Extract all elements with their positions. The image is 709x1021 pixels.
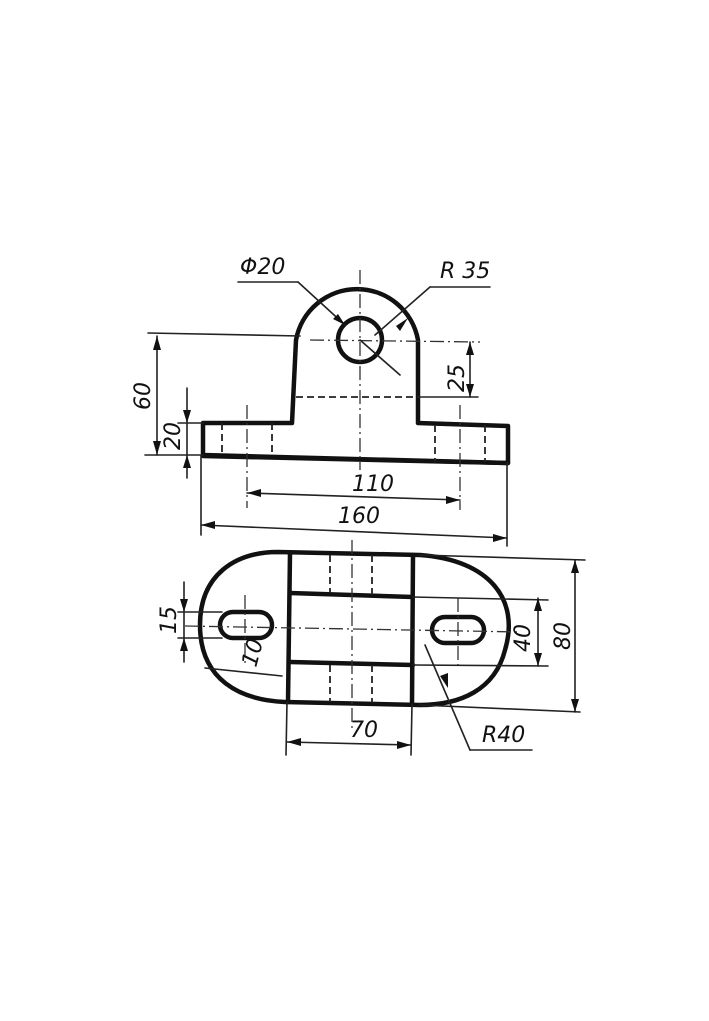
dim-total-height: 60: [131, 382, 156, 410]
dim-total-length: 160: [338, 504, 380, 529]
top-view-horizontal-center-line: [184, 625, 521, 633]
dim-end-radius: R40: [482, 723, 525, 748]
dim-slot-offset: 10: [238, 636, 269, 670]
left-slot: [217, 609, 275, 641]
boss-width-extension-right: [410, 703, 413, 756]
dim-base-height: 20: [161, 422, 186, 450]
length-arrow-right: [493, 534, 507, 542]
dim-hole-diameter: Φ20: [240, 255, 285, 280]
slot-width-arrow-bottom: [180, 638, 188, 651]
length-dim-line: [200, 524, 508, 539]
radius-leader-arrow-line: [374, 286, 431, 336]
base-bottom-edge: [200, 453, 511, 466]
hole-height-arrow-top: [466, 342, 474, 355]
inner-width-extension-bottom: [412, 664, 549, 667]
dim-total-width: 80: [551, 622, 576, 650]
total-width-arrow-bottom: [571, 699, 579, 712]
slot-offset-dim-line: [204, 667, 283, 677]
slot-width-arrow-top: [180, 599, 188, 612]
hole-height-arrow-bottom: [466, 384, 474, 397]
boss-width-extension-left: [285, 701, 288, 756]
spacing-dim-line: [246, 492, 461, 501]
spacing-arrow-right: [446, 496, 460, 504]
base-height-arrow-bottom: [183, 455, 191, 468]
height-arrow-top: [153, 336, 161, 350]
height-arrow-bottom: [153, 441, 161, 455]
dim-top-radius: R 35: [440, 259, 490, 284]
top-view: 15 10 40 80 R40 70: [157, 540, 586, 756]
end-radius-leader-arrow: [424, 644, 471, 751]
spacing-arrow-left: [247, 489, 261, 497]
boss-width-arrow-right: [397, 741, 411, 749]
total-width-extension-top: [419, 554, 586, 561]
inner-width-arrow-top: [534, 598, 542, 611]
total-width-arrow-top: [571, 560, 579, 573]
length-arrow-left: [201, 521, 215, 529]
dim-boss-width: 70: [350, 718, 378, 743]
inner-width-extension-top: [412, 596, 549, 601]
base-height-arrow-top: [183, 410, 191, 423]
dim-slot-width: 15: [157, 606, 182, 634]
boss-width-arrow-left: [287, 738, 301, 746]
radius-arrowhead: [396, 318, 408, 331]
front-view: Φ20 R 35 60 20 25 110: [131, 255, 511, 547]
dim-hole-center-height: 25: [445, 364, 470, 392]
hole-horizontal-center-line: [309, 339, 481, 343]
inner-width-arrow-bottom: [534, 653, 542, 666]
diameter-leader-arrowhead: [333, 314, 345, 325]
boss-width-dim-line: [286, 741, 412, 746]
total-width-extension-bottom: [419, 704, 581, 713]
dim-hole-spacing: 110: [352, 472, 394, 497]
dim-inner-width: 40: [511, 624, 536, 652]
end-radius-arrowhead: [440, 673, 448, 688]
radius-inner-line: [359, 339, 401, 376]
height-extension-top: [147, 332, 301, 337]
